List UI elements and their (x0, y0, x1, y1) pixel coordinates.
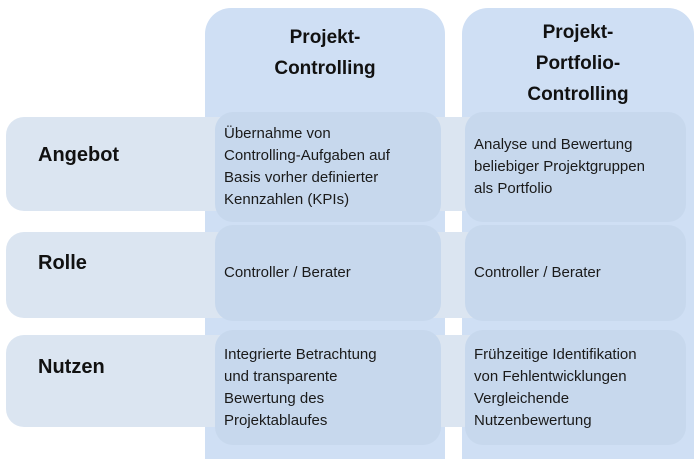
cell-nutzen-projekt-controlling: Integrierte Betrachtung und transparente… (215, 330, 441, 445)
header-line: Projekt- (289, 27, 361, 48)
cell-line: von Fehlentwicklungen (474, 367, 627, 385)
cell-line: Controlling-Aufgaben auf (224, 147, 390, 164)
cell-line: Nutzenbewertung (474, 411, 592, 429)
header-line: Controlling (527, 84, 629, 105)
cell-line: Analyse und Bewertung (474, 136, 633, 153)
header-line: Projekt- (542, 22, 614, 43)
row-label-rolle: Rolle (38, 252, 87, 274)
cell-nutzen-projekt-portfolio-controlling: Frühzeitige Identifikation von Fehlentwi… (465, 330, 686, 445)
row-label-angebot: Angebot (38, 144, 120, 166)
cell-line: als Portfolio (474, 180, 553, 197)
cell-line: beliebiger Projektgruppen (474, 158, 645, 175)
cell-rolle-projekt-portfolio-controlling: Controller / Berater (465, 225, 686, 321)
row-label-nutzen: Nutzen (38, 356, 105, 378)
cell-line: Bewertung des (224, 389, 325, 407)
cell-line: und transparente (224, 367, 338, 385)
cell-angebot-projekt-portfolio-controlling: Analyse und Bewertung beliebiger Projekt… (465, 112, 686, 222)
cell-line: Integrierte Betrachtung (224, 345, 377, 363)
cell-line: Vergleichende (474, 389, 570, 407)
column-header-projekt-portfolio-controlling: Projekt- Portfolio- Controlling (462, 17, 694, 110)
cell-line: Controller / Berater (474, 264, 601, 281)
cell-line: Projektablaufes (224, 411, 328, 429)
cell-line: Frühzeitige Identifikation (474, 345, 637, 363)
header-line: Portfolio- (535, 53, 621, 74)
cell-rolle-projekt-controlling: Controller / Berater (215, 225, 441, 321)
header-line: Controlling (274, 58, 376, 79)
cell-line: Kennzahlen (KPIs) (224, 191, 350, 208)
cell-line: Controller / Berater (224, 264, 351, 281)
cell-line: Basis vorher definierter (224, 169, 379, 186)
cell-angebot-projekt-controlling: Übernahme von Controlling-Aufgaben auf B… (215, 112, 441, 222)
column-header-projekt-controlling: Projekt- Controlling (205, 22, 445, 84)
cell-line: Übernahme von (224, 125, 331, 142)
